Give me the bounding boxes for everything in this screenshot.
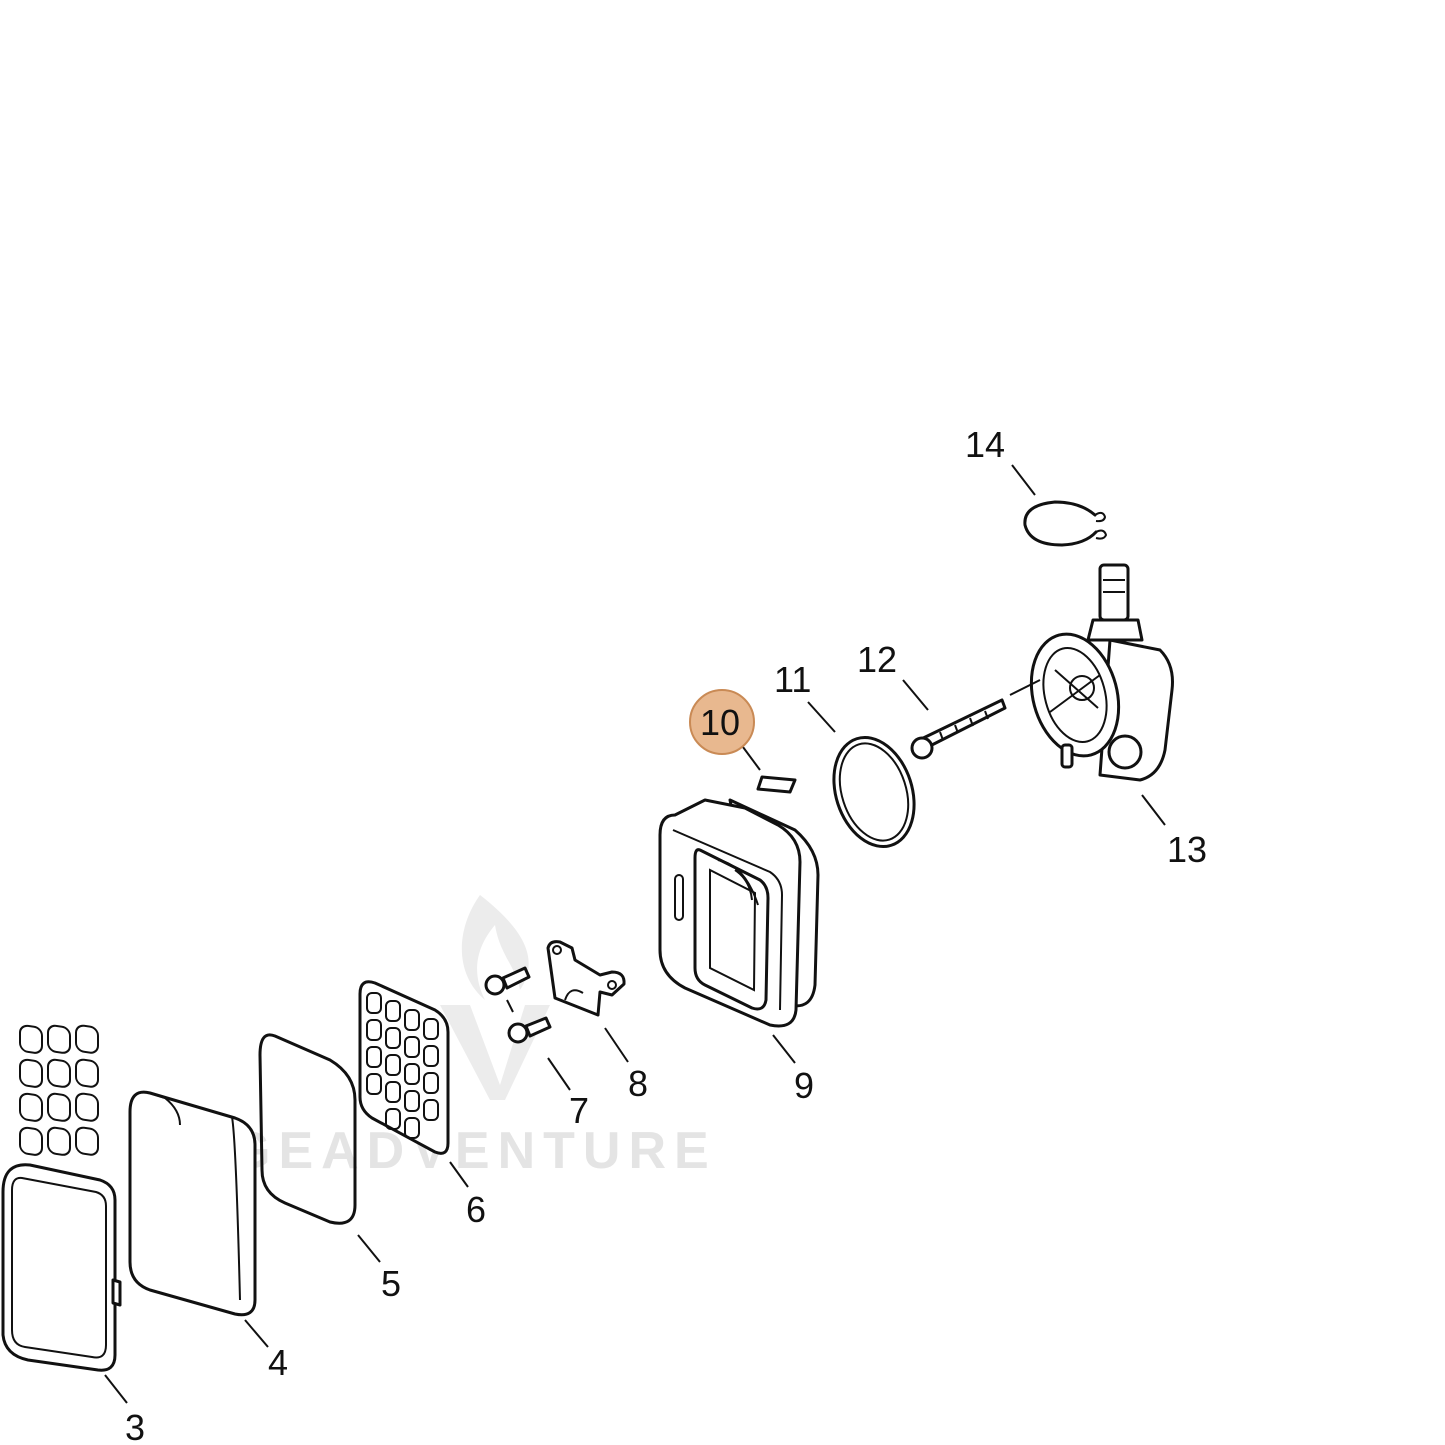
part-6-filter-screen[interactable]	[358, 980, 450, 1155]
callout-12[interactable]: 12	[857, 639, 897, 680]
part-8-choke-plate[interactable]	[546, 940, 626, 1017]
callout-4[interactable]: 4	[268, 1342, 288, 1383]
part-7-screws[interactable]	[484, 966, 552, 1044]
part-4-foam-filter[interactable]	[128, 1090, 257, 1317]
callout-14[interactable]: 14	[965, 424, 1005, 465]
leader-lines	[104, 464, 1166, 1404]
callout-10[interactable]: 10	[700, 702, 740, 743]
callout-8[interactable]: 8	[628, 1063, 648, 1104]
watermark-logo	[440, 895, 550, 1100]
callout-7[interactable]: 7	[569, 1090, 589, 1131]
part-9-air-box[interactable]	[658, 798, 820, 1028]
watermark-text: GEADVENTURE	[230, 1122, 717, 1180]
callout-3[interactable]: 3	[125, 1407, 145, 1445]
callout-10-highlight	[689, 689, 755, 755]
callout-13[interactable]: 13	[1167, 829, 1207, 870]
callout-5[interactable]: 5	[381, 1263, 401, 1304]
part-5-filter-gasket[interactable]	[258, 1033, 357, 1225]
callout-6[interactable]: 6	[466, 1189, 486, 1230]
part-12-long-bolt[interactable]	[910, 698, 1007, 760]
part-13-carburetor[interactable]	[1009, 563, 1174, 782]
part-14-circlip[interactable]	[1023, 500, 1108, 547]
part-3-grille-cover[interactable]	[1, 1024, 122, 1372]
callout-11[interactable]: 11	[774, 659, 811, 700]
part-10-small-gasket[interactable]	[756, 775, 797, 794]
part-11-o-ring[interactable]	[821, 727, 928, 857]
callout-9[interactable]: 9	[794, 1065, 814, 1106]
